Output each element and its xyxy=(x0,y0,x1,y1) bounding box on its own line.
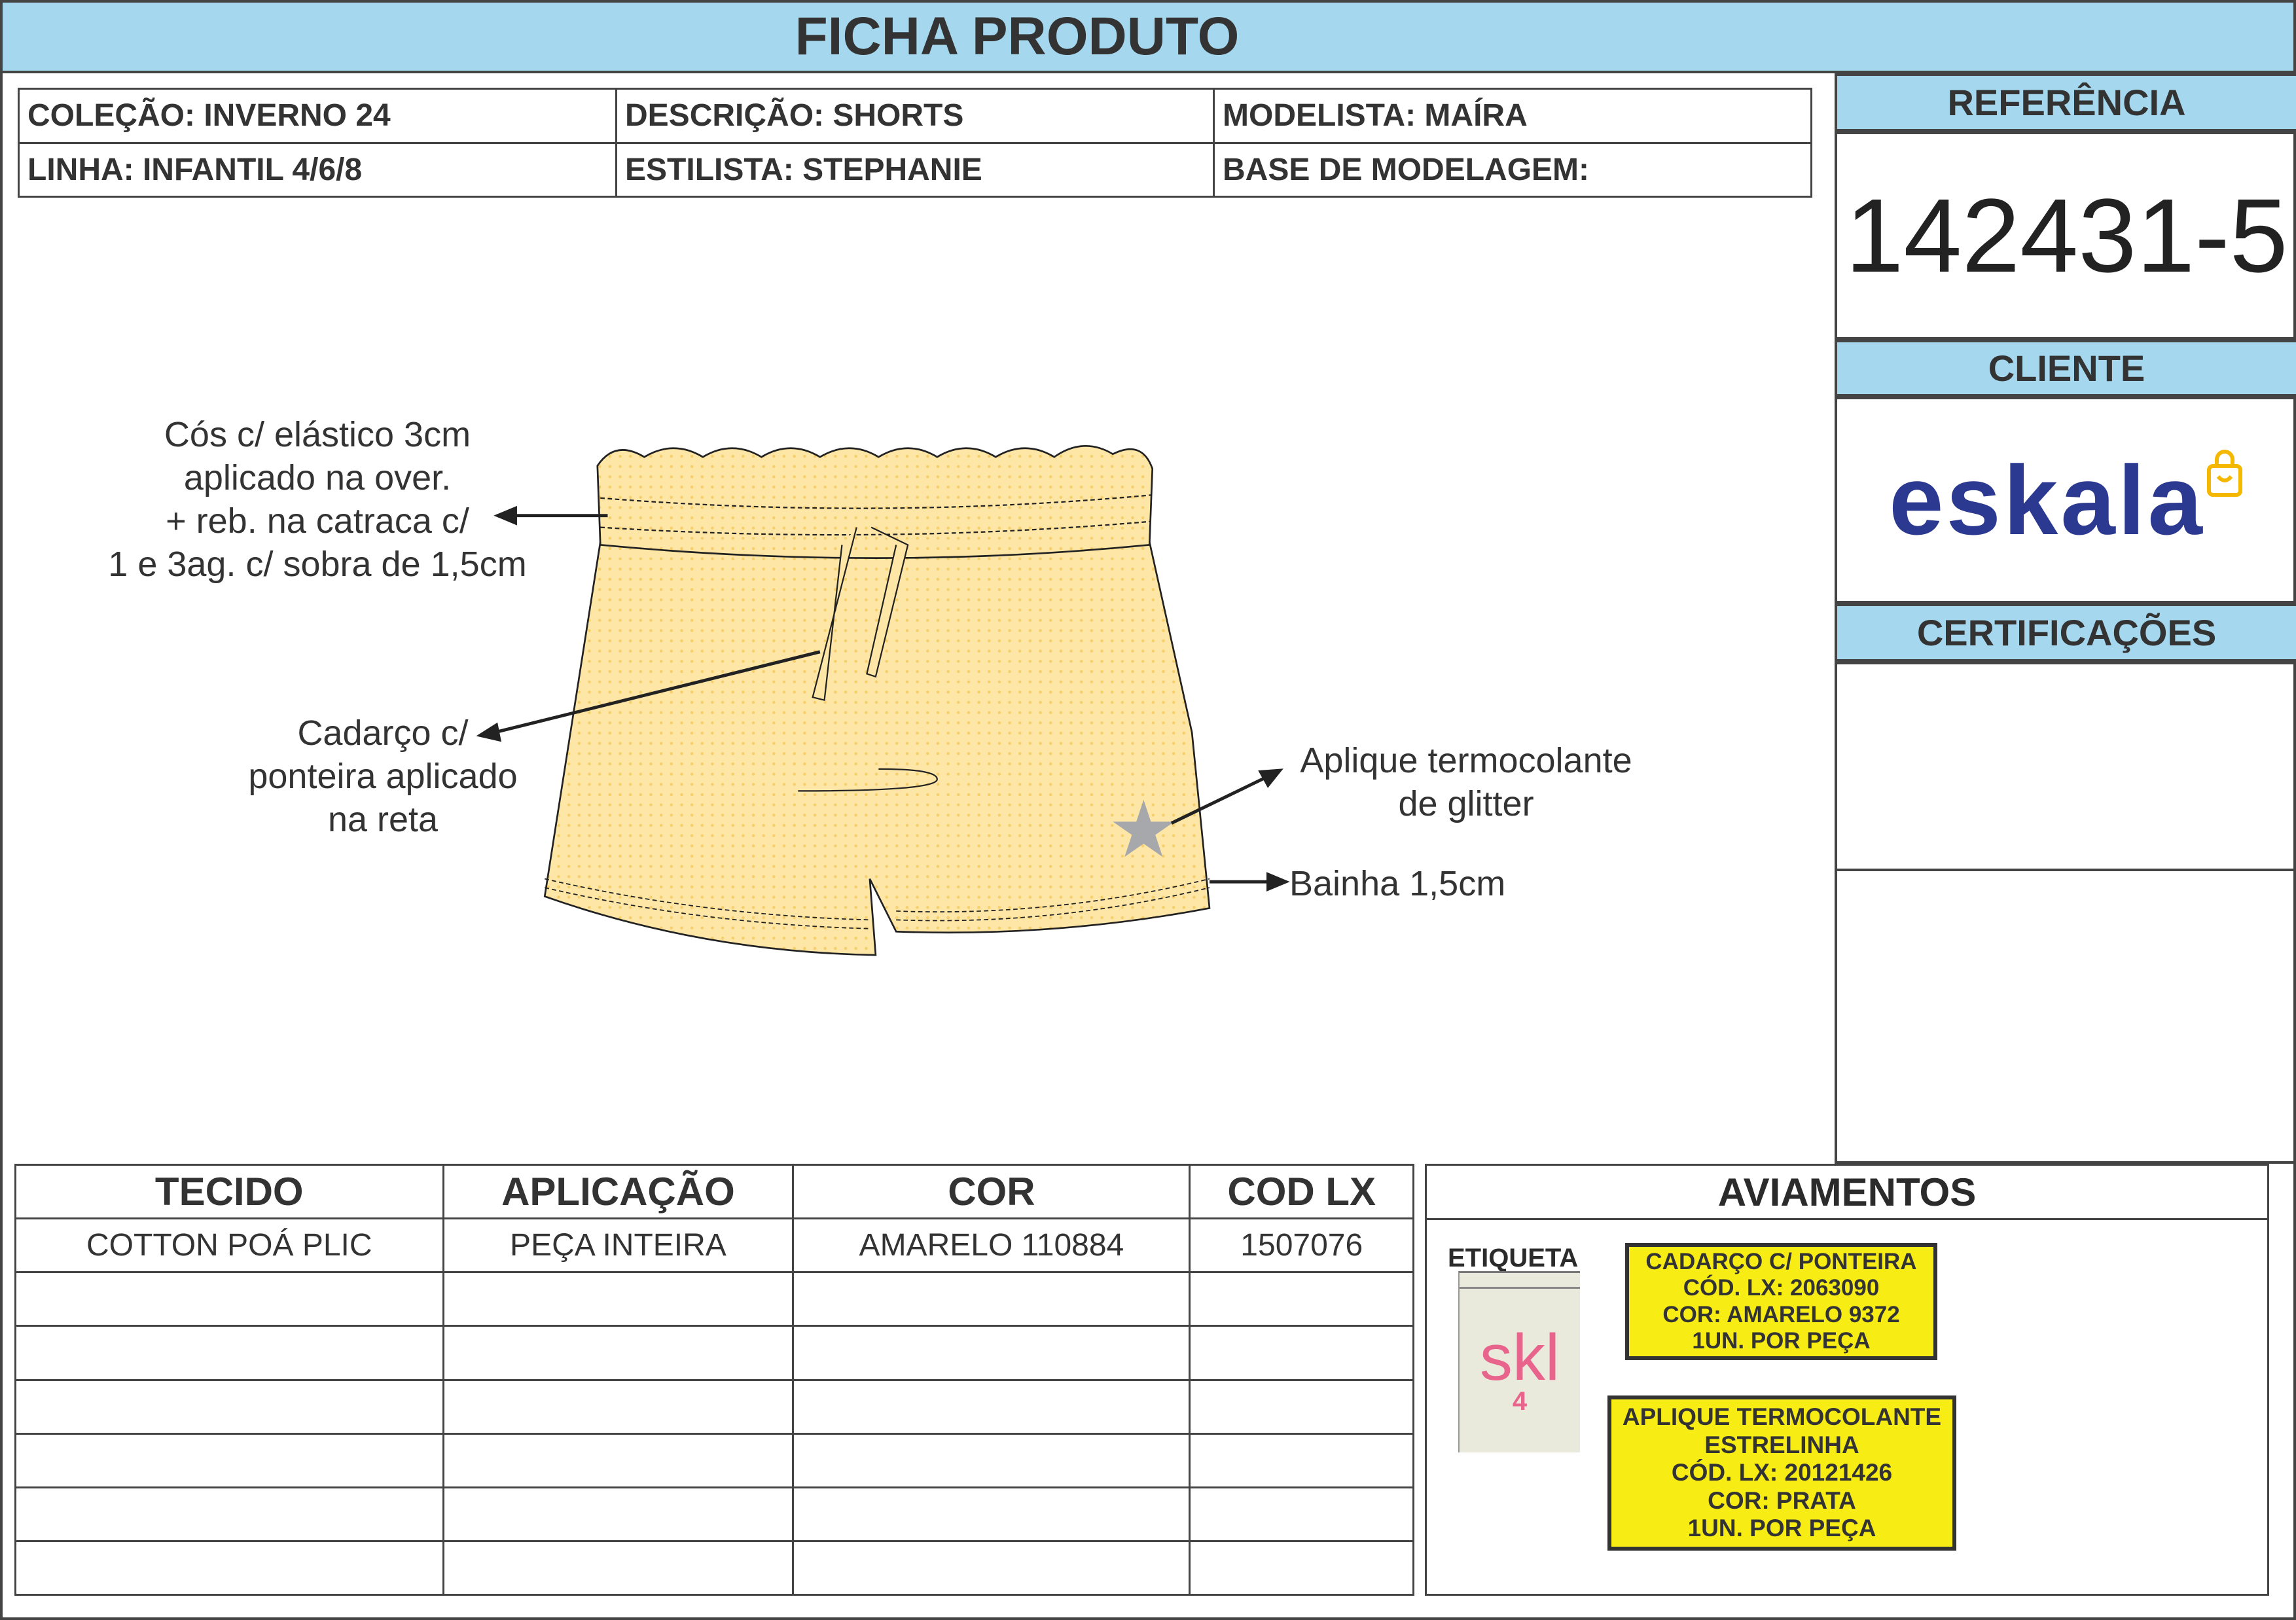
annotation-bainha: Bainha 1,5cm xyxy=(1289,864,1506,903)
aviamento-line: CÓD. LX: 20121426 xyxy=(1671,1459,1893,1486)
cell: AMARELO 110884 xyxy=(792,1217,1191,1274)
annotation-line: + reb. na catraca c/ xyxy=(166,501,469,541)
annotation-line: Cadarço c/ xyxy=(297,713,469,753)
base-modelagem: BASE DE MODELAGEM: xyxy=(1213,141,1812,198)
estilista: ESTILISTA: STEPHANIE xyxy=(615,141,1215,198)
etiqueta-brand: skl xyxy=(1479,1321,1560,1394)
modelista: MODELISTA: MAÍRA xyxy=(1213,88,1812,144)
annotation-line: ponteira aplicado xyxy=(248,756,518,796)
client-logo: eskala xyxy=(1835,397,2296,603)
annotation-line: 1 e 3ag. c/ sobra de 1,5cm xyxy=(108,544,527,584)
cell: PEÇA INTEIRA xyxy=(442,1217,795,1274)
shorts-body xyxy=(543,541,1211,956)
shopping-bag-icon xyxy=(2206,450,2242,497)
title-bar: FICHA PRODUTO xyxy=(0,0,2296,73)
annotation-line: na reta xyxy=(327,799,439,839)
certificacoes-header: CERTIFICAÇÕES xyxy=(1835,603,2296,662)
annotation-line: Aplique termocolante xyxy=(1300,741,1632,780)
cell: COTTON POÁ PLIC xyxy=(14,1217,444,1274)
descricao: DESCRIÇÃO: SHORTS xyxy=(615,88,1215,144)
table-row xyxy=(14,1432,1414,1488)
aviamento-line: 1UN. POR PEÇA xyxy=(1687,1515,1876,1542)
cliente-header: CLIENTE xyxy=(1835,340,2296,397)
table-row xyxy=(14,1486,1414,1542)
annotation-line: aplicado na over. xyxy=(183,458,452,497)
aviamento-line: CÓD. LX: 2063090 xyxy=(1683,1275,1880,1301)
aviamento-line: COR: PRATA xyxy=(1708,1486,1856,1514)
certificacoes-area xyxy=(1835,662,2296,871)
table-row xyxy=(14,1325,1414,1381)
annotation-line: Cós c/ elástico 3cm xyxy=(164,415,471,454)
annotation-arrows xyxy=(476,505,1290,892)
col-cod-lx: COD LX xyxy=(1189,1163,1414,1220)
col-cor: COR xyxy=(792,1163,1191,1220)
etiqueta-size: 4 xyxy=(1512,1387,1528,1416)
aviamento-line: ESTRELINHA xyxy=(1704,1431,1859,1458)
aviamento-line: CADARÇO C/ PONTEIRA xyxy=(1645,1249,1917,1274)
aviamento-line: 1UN. POR PEÇA xyxy=(1692,1327,1871,1354)
colecao: COLEÇÃO: INVERNO 24 xyxy=(18,88,617,144)
etiqueta-tag: skl 4 xyxy=(1458,1271,1580,1452)
drawstring xyxy=(812,526,909,702)
aviamentos-title: AVIAMENTOS xyxy=(1427,1166,2267,1220)
etiqueta-label: ETIQUETA xyxy=(1448,1244,1579,1272)
referencia-value: 142431-5 xyxy=(1835,132,2296,340)
col-aplicacao: APLICAÇÃO xyxy=(442,1163,795,1220)
table-row xyxy=(14,1539,1414,1596)
referencia-header: REFERÊNCIA xyxy=(1835,73,2296,132)
table-row xyxy=(14,1271,1414,1327)
cell: 1507076 xyxy=(1189,1217,1414,1274)
page-title: FICHA PRODUTO xyxy=(795,7,1240,66)
aviamento-line: APLIQUE TERMOCOLANTE xyxy=(1622,1403,1942,1431)
annotation-cos: Cós c/ elástico 3cm aplicado na over. + re… xyxy=(65,414,569,586)
linha: LINHA: INFANTIL 4/6/8 xyxy=(18,141,617,198)
star-applique xyxy=(1113,799,1175,857)
eskala-logo-text: eskala xyxy=(1889,444,2205,555)
aviamento-line: COR: AMARELO 9372 xyxy=(1662,1301,1900,1327)
annotation-line: de glitter xyxy=(1398,783,1534,823)
aviamentos-box: AVIAMENTOS xyxy=(1425,1164,2269,1596)
table-row xyxy=(14,1378,1414,1435)
col-tecido: TECIDO xyxy=(14,1163,444,1220)
